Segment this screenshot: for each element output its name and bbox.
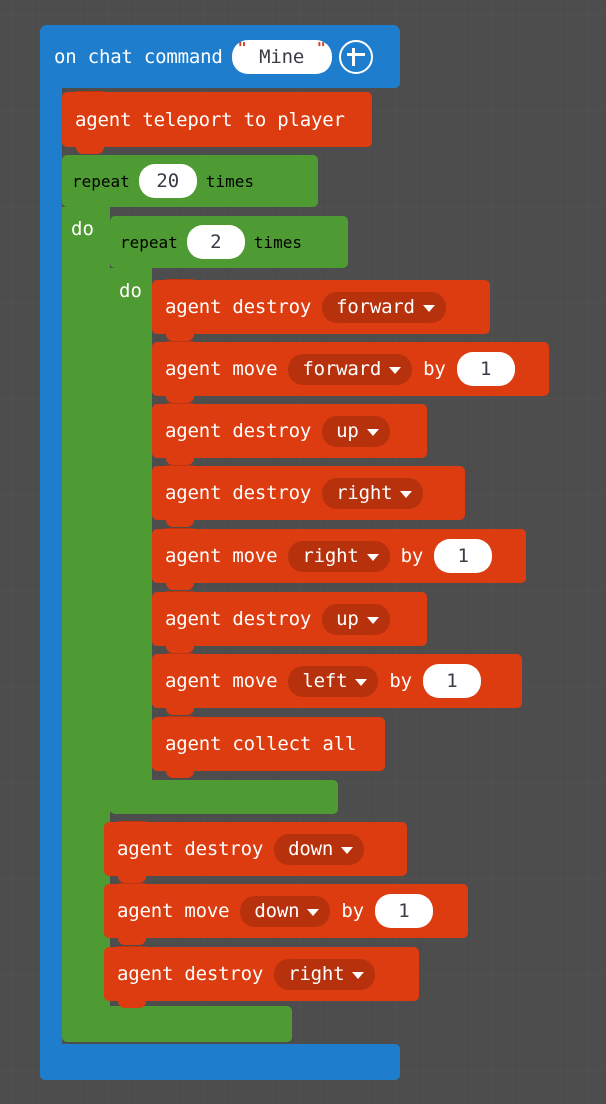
outer-repeat-header[interactable]: repeat 20 times [62,155,318,207]
outer-repeat-count-input[interactable]: 20 [138,164,197,198]
direction-value: down [288,838,334,860]
statement-verb-label: agent destroy [117,838,264,860]
direction-dropdown[interactable]: up [322,603,390,635]
agent-statement-block[interactable]: agent destroy right [104,946,419,1008]
direction-value: up [336,608,359,630]
inner-repeat-do-label: do [119,280,142,302]
direction-value: down [254,900,300,922]
inner-repeat-left-column[interactable] [110,268,152,812]
on-chat-command-label: on chat command [54,45,223,68]
outer-repeat-left-column[interactable] [62,207,110,1032]
quote-open: " [237,38,247,57]
agent-statement-block[interactable]: agent destroy down [104,821,407,883]
direction-dropdown[interactable]: right [288,540,390,572]
agent-statement-block[interactable]: agent move right by 1 [152,528,526,590]
chevron-down-icon [422,304,435,312]
chevron-down-icon [366,616,379,624]
agent-teleport-to-player-block[interactable]: agent teleport to player [62,91,372,154]
on-chat-command-block[interactable]: on chat command " Mine " [40,25,400,88]
direction-dropdown[interactable]: right [322,477,424,509]
outer-repeat-suffix: times [205,171,254,191]
outer-repeat-bottom-bar[interactable] [62,1006,292,1042]
statement-verb-label: agent destroy [165,608,312,630]
inner-repeat-prefix: repeat [120,232,178,252]
direction-dropdown[interactable]: forward [288,353,413,385]
by-label: by [423,358,446,380]
inner-repeat-bottom-bar[interactable] [110,780,338,814]
chevron-down-icon [352,971,365,979]
agent-statement-block[interactable]: agent destroy forward [152,279,490,341]
direction-dropdown[interactable]: down [240,895,331,927]
chat-command-value: Mine [259,45,305,68]
agent-collect-all-block[interactable]: agent collect all [152,716,385,778]
direction-dropdown[interactable]: left [288,665,379,697]
direction-value: right [288,963,345,985]
direction-value: forward [336,296,415,318]
chevron-down-icon [400,490,413,498]
statement-verb-label: agent destroy [165,296,312,318]
statement-verb-label: agent move [165,358,278,380]
by-label: by [389,670,412,692]
direction-value: right [336,482,393,504]
chevron-down-icon [366,428,379,436]
event-block-bottom-bar[interactable] [40,1044,400,1080]
agent-teleport-label: agent teleport to player [75,108,345,131]
amount-input[interactable]: 1 [422,664,481,698]
chevron-down-icon [341,846,354,854]
amount-input[interactable]: 1 [434,539,493,573]
statement-verb-label: agent move [165,545,278,567]
quote-close: " [316,38,326,57]
amount-input[interactable]: 1 [456,352,515,386]
direction-dropdown[interactable]: up [322,415,390,447]
by-label: by [400,545,424,567]
direction-dropdown[interactable]: down [274,833,365,865]
plus-circle-icon[interactable] [338,39,373,74]
inner-repeat-suffix: times [253,232,302,252]
direction-dropdown[interactable]: forward [322,291,446,323]
agent-statement-block[interactable]: agent move left by 1 [152,653,522,715]
chevron-down-icon [366,553,379,561]
agent-statement-block[interactable]: agent move forward by 1 [152,341,549,403]
direction-value: right [302,545,359,567]
chat-command-input[interactable]: " Mine " [231,38,332,74]
agent-statement-block[interactable]: agent move down by 1 [104,883,468,945]
chevron-down-icon [355,678,368,686]
event-block-left-column[interactable] [40,25,62,1080]
agent-statement-block[interactable]: agent destroy up [152,403,427,465]
outer-repeat-do-label: do [71,218,94,240]
inner-repeat-count-input[interactable]: 2 [186,225,245,259]
statement-verb-label: agent destroy [165,482,312,504]
direction-value: left [302,670,348,692]
amount-input[interactable]: 1 [374,894,433,928]
chevron-down-icon [389,366,402,374]
outer-repeat-prefix: repeat [72,171,130,191]
direction-dropdown[interactable]: right [274,958,376,990]
statement-verb-label: agent collect all [165,733,357,755]
agent-statement-block[interactable]: agent destroy right [152,465,465,527]
agent-statement-block[interactable]: agent destroy up [152,591,427,653]
direction-value: forward [302,358,382,380]
statement-verb-label: agent move [165,670,278,692]
statement-verb-label: agent destroy [117,963,264,985]
statement-verb-label: agent move [117,900,230,922]
statement-verb-label: agent destroy [165,420,312,442]
direction-value: up [336,420,359,442]
inner-repeat-header[interactable]: repeat 2 times [110,216,348,268]
by-label: by [341,900,364,922]
chevron-down-icon [307,908,320,916]
